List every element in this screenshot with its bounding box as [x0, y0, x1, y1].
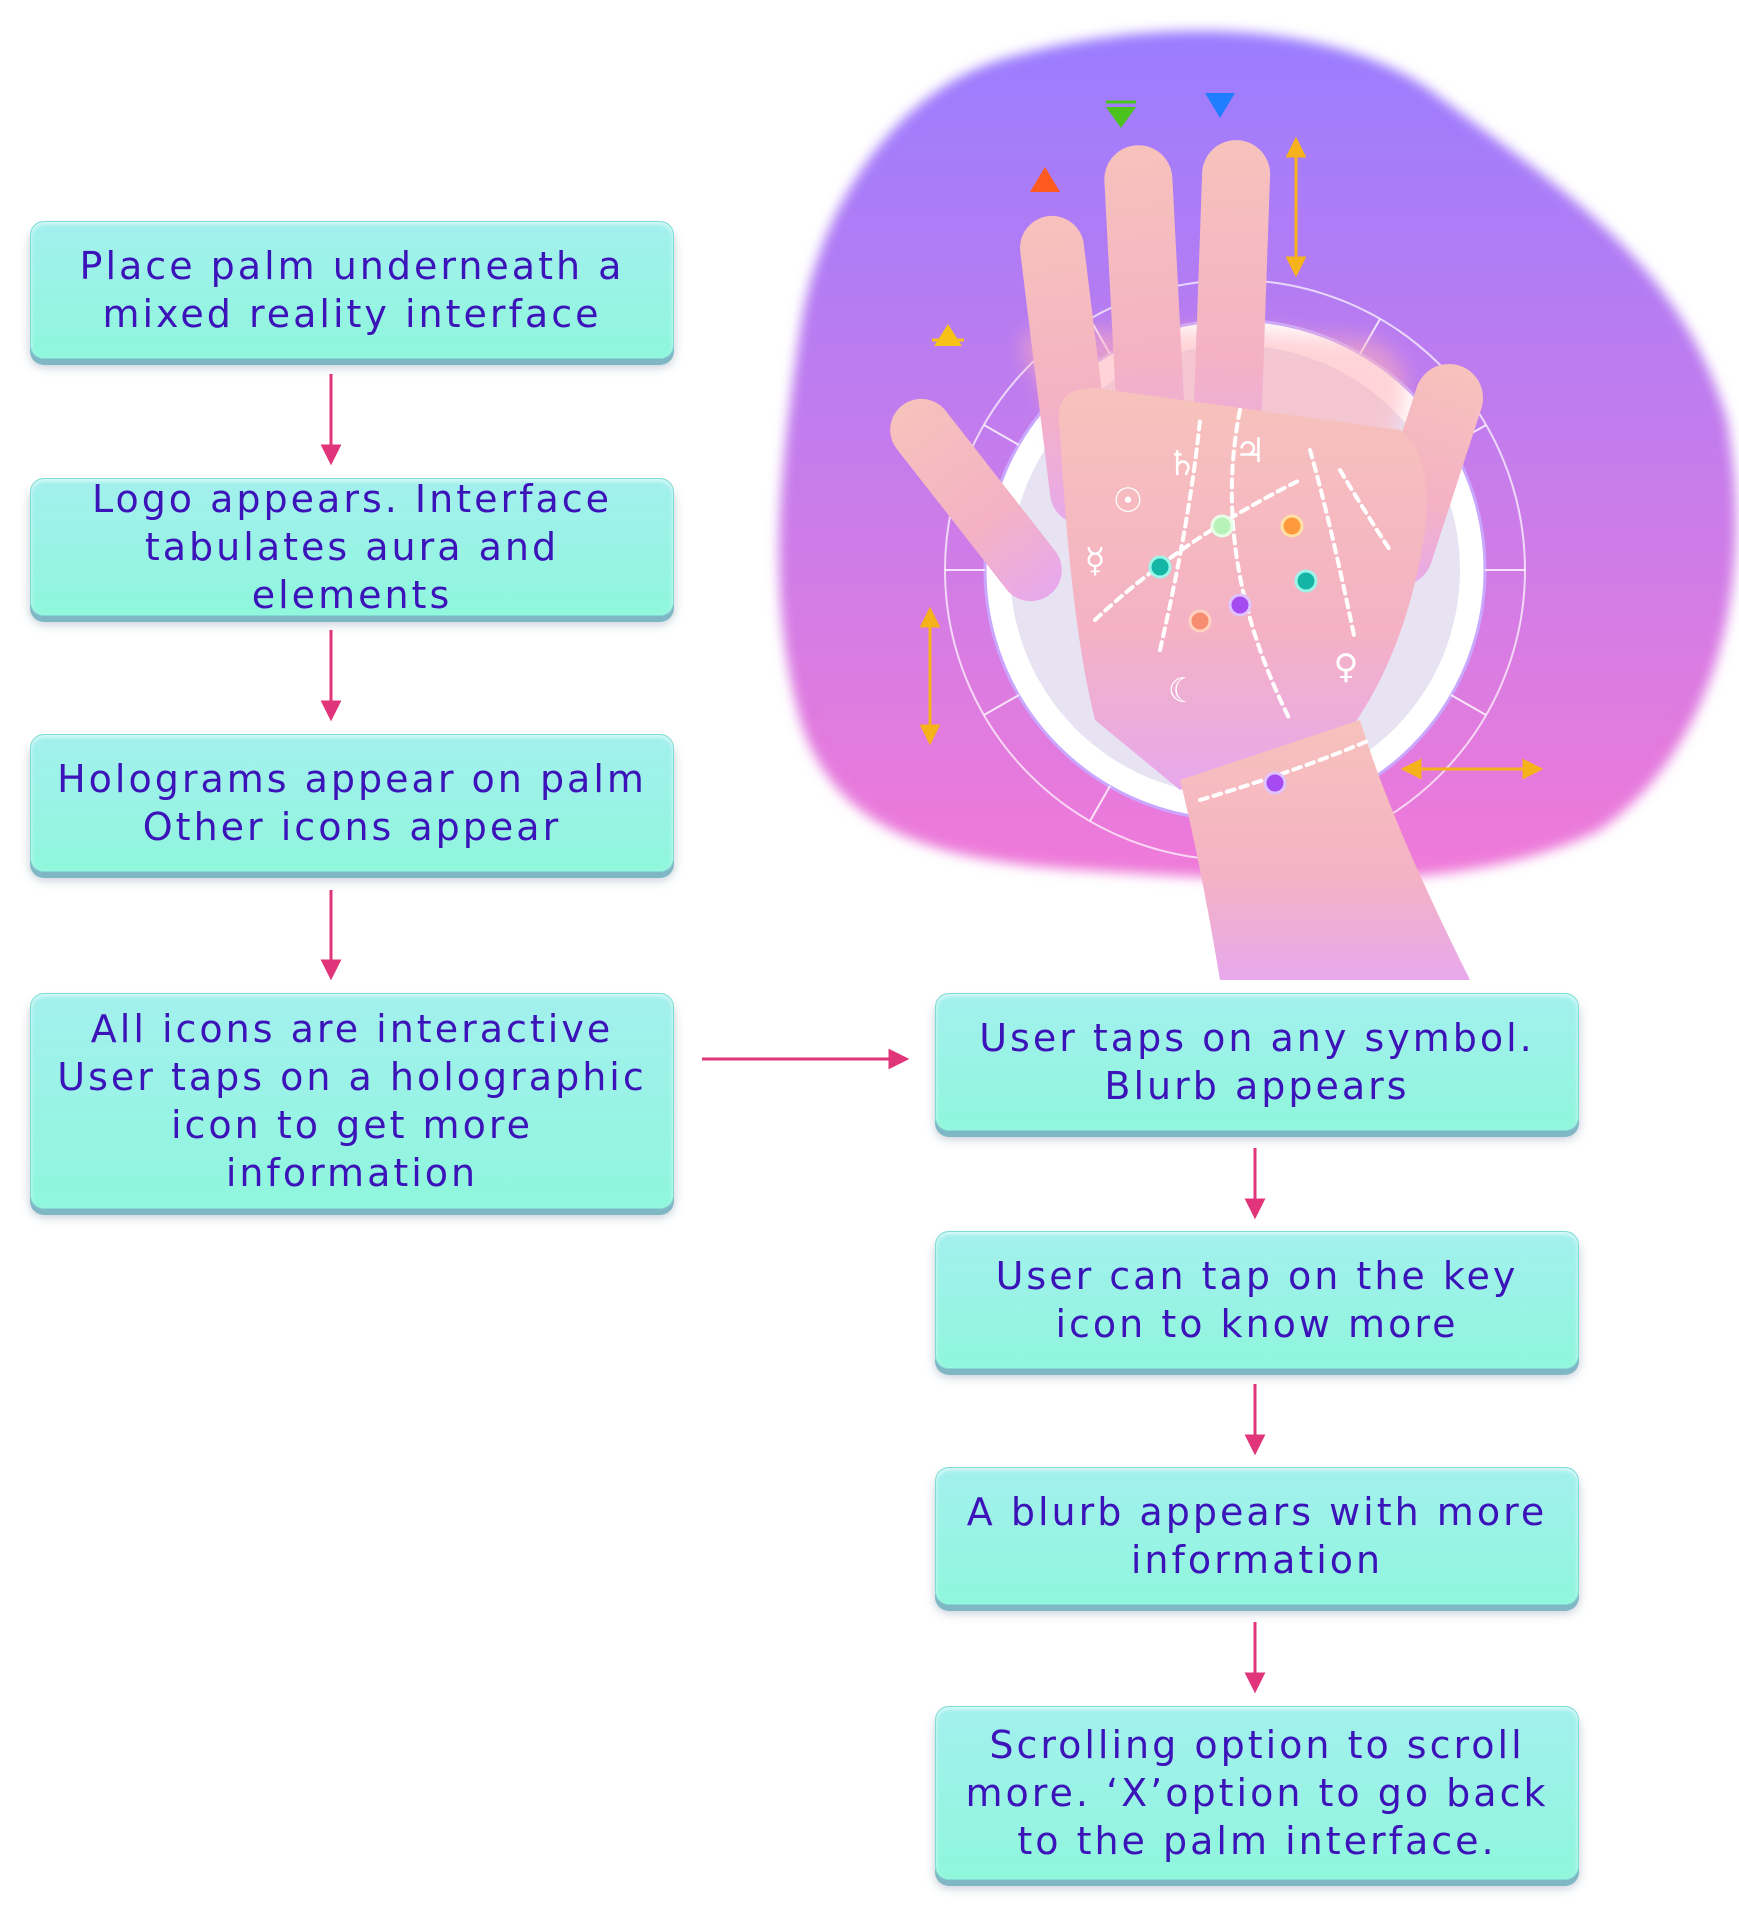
saturn-symbol[interactable]: ♄ — [1167, 444, 1197, 484]
scroll-up-down-arrow-left[interactable] — [919, 606, 941, 746]
sun-symbol[interactable]: ☉ — [1113, 481, 1143, 521]
step-more-information: A blurb appears with more information — [935, 1467, 1579, 1605]
venus-symbol[interactable]: ♀ — [1334, 647, 1359, 687]
arrow-6-7 — [1244, 1384, 1266, 1456]
moon-symbol[interactable]: ☾ — [1168, 671, 1198, 711]
arrow-5-6 — [1244, 1148, 1266, 1220]
earth-triangle-icon[interactable] — [1106, 100, 1136, 128]
air-triangle-icon[interactable] — [932, 324, 964, 346]
step-holograms-appear: Holograms appear on palm Other icons app… — [30, 734, 674, 872]
step-logo-appears: Logo appears. Interface tabulates aura a… — [30, 477, 674, 617]
step-icons-interactive: All icons are interactive User taps on a… — [30, 993, 674, 1209]
arrow-4-5 — [702, 1048, 910, 1070]
arrow-3-4 — [320, 890, 342, 981]
step-place-palm: Place palm underneath a mixed reality in… — [30, 221, 674, 359]
hand: ♄ ♃ ☉ ☿ ♀ ☾ — [890, 140, 1484, 980]
arrow-2-3 — [320, 630, 342, 722]
scroll-up-down-arrow-top[interactable] — [1285, 136, 1307, 278]
step-scrolling-option: Scrolling option to scroll more. ‘X’opti… — [935, 1706, 1579, 1880]
arrow-7-8 — [1244, 1622, 1266, 1694]
step-key-icon: User can tap on the key icon to know mor… — [935, 1231, 1579, 1369]
scroll-left-right-arrow[interactable] — [1400, 758, 1544, 780]
fire-triangle-icon[interactable] — [1030, 167, 1060, 192]
arrow-1-2 — [320, 374, 342, 466]
mercury-symbol[interactable]: ☿ — [1085, 541, 1106, 581]
step-blurb-appears: User taps on any symbol. Blurb appears — [935, 993, 1579, 1131]
jupiter-symbol[interactable]: ♃ — [1235, 431, 1265, 471]
element-triangles — [932, 93, 1235, 346]
water-triangle-icon[interactable] — [1205, 93, 1235, 118]
